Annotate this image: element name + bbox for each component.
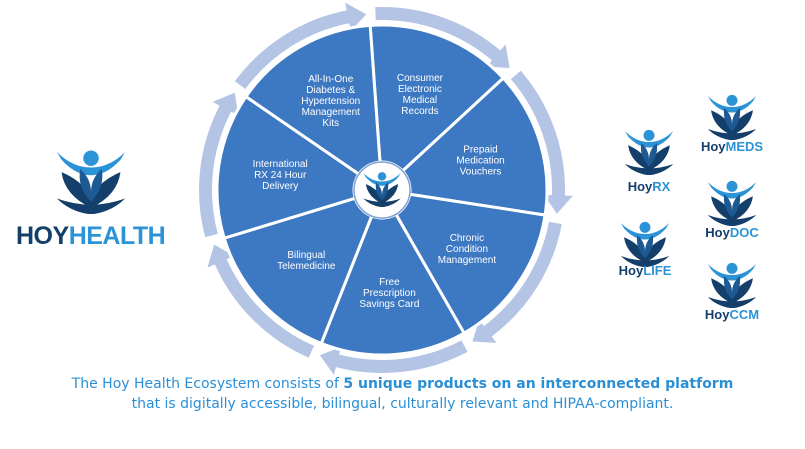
product-hoyccm: HoyCCM [705, 262, 759, 322]
brand-wordmark: HOYHEALTH [16, 222, 165, 250]
hoyhealth-logo: HOYHEALTH [16, 150, 166, 250]
product-hoydoc: HoyDOC [705, 180, 759, 240]
ecosystem-caption: The Hoy Health Ecosystem consists of 5 u… [0, 374, 805, 414]
product-hoyrx: HoyRX [624, 129, 674, 194]
ring-arrow [198, 92, 239, 238]
ring-arrow [319, 340, 468, 375]
svg-text:HoyCCM: HoyCCM [705, 307, 759, 322]
lotus-logo-icon [707, 180, 757, 226]
brand-prefix: HOY [16, 222, 70, 250]
lotus-logo-icon [620, 221, 670, 267]
lotus-logo-icon [56, 150, 126, 214]
caption-line-2: that is digitally accessible, bilingual,… [131, 396, 674, 412]
caption-line-1: The Hoy Health Ecosystem consists of 5 u… [71, 376, 734, 392]
brand-suffix: HEALTH [69, 222, 166, 250]
center-hub [353, 161, 411, 219]
lotus-logo-icon [624, 129, 674, 175]
svg-text:HoyRX: HoyRX [628, 179, 671, 194]
lotus-logo-icon [707, 94, 757, 140]
ring-arrow [472, 221, 562, 343]
ring-arrow [207, 244, 314, 358]
ring-arrow [375, 7, 510, 69]
product-hoymeds: HoyMEDS [701, 94, 763, 154]
product-hoylife: HoyLIFE [619, 221, 672, 278]
lotus-logo-icon [707, 262, 757, 308]
svg-text:HoyDOC: HoyDOC [705, 225, 759, 240]
svg-text:HoyLIFE: HoyLIFE [619, 263, 672, 278]
ring-arrow [510, 70, 573, 214]
svg-text:HoyMEDS: HoyMEDS [701, 139, 763, 154]
product-logos: HoyRX HoyMEDS HoyDOC HoyLIFE HoyCCM [619, 94, 763, 322]
cycle-ring [198, 2, 573, 375]
ring-arrow [234, 2, 367, 89]
